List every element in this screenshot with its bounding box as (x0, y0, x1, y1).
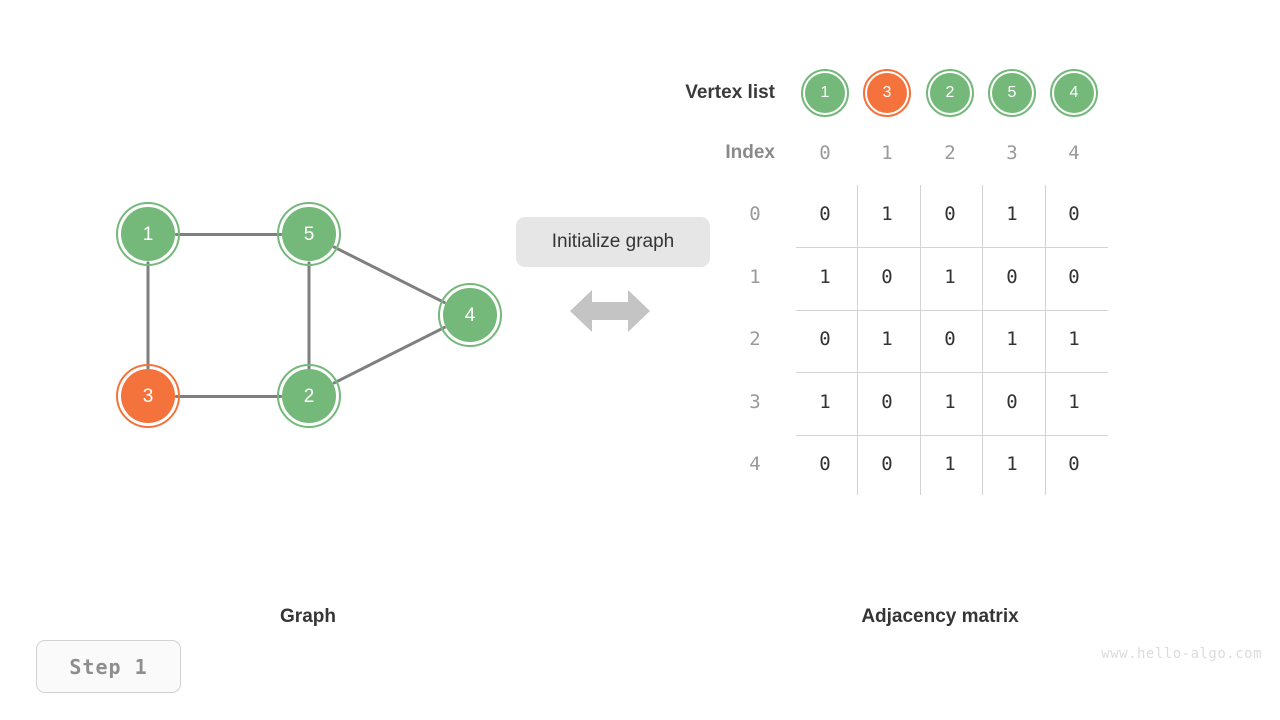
matrix-grid-line-vertical (982, 185, 983, 495)
vertex-list-node-label: 2 (945, 84, 955, 101)
graph-node-label: 4 (464, 304, 476, 326)
matrix-grid-line-horizontal (796, 310, 1108, 311)
matrix-column-header: 3 (1006, 142, 1018, 164)
matrix-grid-line-horizontal (796, 435, 1108, 436)
vertex-list-node-label: 5 (1007, 84, 1017, 101)
matrix-cell[interactable]: 0 (819, 453, 831, 475)
graph-node-label: 5 (303, 223, 315, 245)
vertex-list-node-label: 3 (882, 84, 892, 101)
graph-node-ring (116, 364, 180, 428)
matrix-row-header: 1 (749, 266, 761, 288)
vertex-list-node-ring (988, 69, 1036, 117)
vertex-list-node-ring (926, 69, 974, 117)
matrix-cell[interactable]: 0 (819, 203, 831, 225)
graph-node[interactable]: 5 (277, 202, 341, 266)
graph-node-ring (277, 202, 341, 266)
operation-box: Initialize graph (516, 217, 710, 267)
matrix-cell[interactable]: 1 (1068, 391, 1080, 413)
vertex-list-node-ring (801, 69, 849, 117)
graph-node-ring (277, 364, 341, 428)
matrix-column-header: 2 (944, 142, 956, 164)
step-label: Step 1 (69, 654, 148, 679)
graph-edge (175, 394, 282, 398)
matrix-cell[interactable]: 1 (944, 453, 956, 475)
matrix-cell[interactable]: 1 (881, 328, 893, 350)
graph-caption: Graph (280, 606, 336, 627)
graph-panel: 1 5 4 3 2 (0, 0, 520, 560)
graph-edge (175, 232, 282, 236)
vertex-list-node-label: 4 (1069, 84, 1079, 101)
graph-edge (332, 325, 447, 386)
matrix-cell[interactable]: 0 (944, 328, 956, 350)
step-indicator: Step 1 (36, 640, 181, 693)
graph-node-ring (438, 283, 502, 347)
graph-node-label: 1 (142, 223, 154, 245)
vertex-list-node-ring (1050, 69, 1098, 117)
matrix-row-header: 4 (749, 453, 761, 475)
matrix-caption: Adjacency matrix (861, 606, 1019, 627)
matrix-cell[interactable]: 0 (1068, 266, 1080, 288)
matrix-row-header: 2 (749, 328, 761, 350)
transition-panel: Initialize graph (500, 200, 730, 360)
index-label: Index (725, 142, 775, 163)
matrix-cell[interactable]: 0 (819, 328, 831, 350)
matrix-cell[interactable]: 1 (1006, 453, 1018, 475)
matrix-cell[interactable]: 0 (1068, 453, 1080, 475)
double-arrow-horizontal-icon (570, 290, 650, 337)
graph-edge (332, 244, 447, 305)
matrix-row-header: 0 (749, 203, 761, 225)
graph-node-label: 2 (303, 385, 315, 407)
matrix-panel: Vertex list Index 1 3 2 5 4 0 1 2 3 4 0 1 2 3 4 0 1 0 1… (640, 0, 1280, 560)
matrix-column-header: 4 (1068, 142, 1080, 164)
matrix-cell[interactable]: 0 (881, 453, 893, 475)
vertex-list-node[interactable]: 2 (926, 69, 974, 117)
graph-node-label: 3 (142, 385, 154, 407)
matrix-cell[interactable]: 0 (881, 391, 893, 413)
vertex-list-node[interactable]: 5 (988, 69, 1036, 117)
graph-edge (307, 261, 311, 369)
vertex-list-node[interactable]: 1 (801, 69, 849, 117)
matrix-cell[interactable]: 1 (944, 391, 956, 413)
matrix-cell[interactable]: 1 (944, 266, 956, 288)
graph-node[interactable]: 3 (116, 364, 180, 428)
matrix-cell[interactable]: 0 (881, 266, 893, 288)
vertex-list-label: Vertex list (685, 82, 775, 103)
matrix-grid-line-horizontal (796, 372, 1108, 373)
matrix-cell[interactable]: 1 (1068, 328, 1080, 350)
matrix-grid-line-horizontal (796, 247, 1108, 248)
graph-node[interactable]: 4 (438, 283, 502, 347)
vertex-list-node-ring (863, 69, 911, 117)
vertex-list-node[interactable]: 3 (863, 69, 911, 117)
matrix-grid-line-vertical (1045, 185, 1046, 495)
matrix-grid-line-vertical (857, 185, 858, 495)
vertex-list-node-label: 1 (820, 84, 830, 101)
operation-label: Initialize graph (551, 231, 675, 252)
matrix-cell[interactable]: 1 (819, 266, 831, 288)
matrix-cell[interactable]: 0 (1068, 203, 1080, 225)
matrix-cell[interactable]: 1 (881, 203, 893, 225)
graph-edge (146, 261, 150, 369)
matrix-column-header: 0 (819, 142, 831, 164)
matrix-cell[interactable]: 1 (1006, 203, 1018, 225)
graph-node-ring (116, 202, 180, 266)
matrix-cell[interactable]: 0 (1006, 391, 1018, 413)
matrix-cell[interactable]: 1 (1006, 328, 1018, 350)
matrix-grid-line-vertical (920, 185, 921, 495)
matrix-row-header: 3 (749, 391, 761, 413)
matrix-cell[interactable]: 0 (944, 203, 956, 225)
vertex-list-node[interactable]: 4 (1050, 69, 1098, 117)
matrix-column-header: 1 (881, 142, 893, 164)
watermark: www.hello-algo.com (1101, 646, 1262, 662)
graph-node[interactable]: 1 (116, 202, 180, 266)
matrix-cell[interactable]: 1 (819, 391, 831, 413)
matrix-cell[interactable]: 0 (1006, 266, 1018, 288)
graph-node[interactable]: 2 (277, 364, 341, 428)
